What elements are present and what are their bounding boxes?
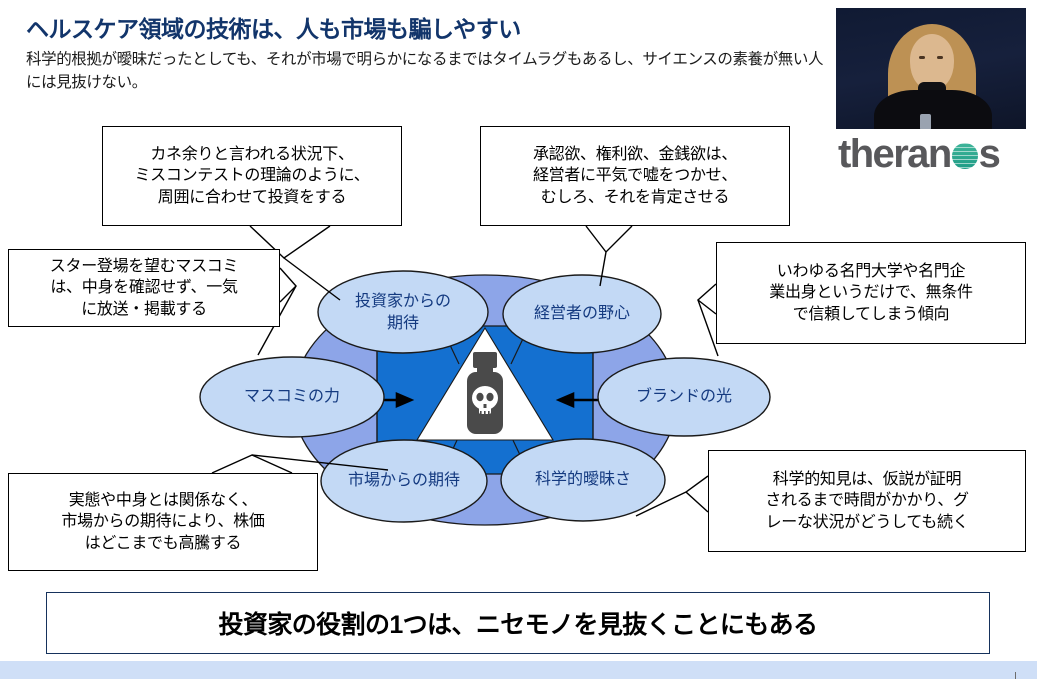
node-label-market-expectation: 市場からの期待 — [348, 471, 460, 489]
node-label-investor-line2: 期待 — [387, 314, 419, 332]
photo-eye-right — [937, 56, 943, 59]
central-diagram: 投資家からの 期待 経営者の野心 マスコミの力 ブランドの光 市場からの期待 — [195, 268, 775, 533]
node-investor-expectation[interactable]: 投資家からの 期待 — [317, 270, 489, 354]
node-brand-light[interactable]: ブランドの光 — [597, 357, 771, 437]
conclusion-banner: 投資家の役割の1つは、ニセモノを見抜くことにもある — [46, 592, 990, 654]
node-media-power[interactable]: マスコミの力 — [199, 356, 385, 438]
callout-brand-text: いわゆる名門大学や名門企 業出身というだけで、無条件 で信頼してしまう傾向 — [769, 263, 973, 323]
callout-media-text: スター登場を望むマスコミ は、中身を確認せず、一気 に放送・掲載する — [49, 258, 239, 318]
callout-investor-expectation[interactable]: カネ余りと言われる状況下、 ミスコンテストの理論のように、 周囲に合わせて投資を… — [102, 126, 402, 226]
logo-circle-icon — [951, 143, 978, 169]
conclusion-text: 投資家の役割の1つは、ニセモノを見抜くことにもある — [218, 611, 819, 639]
node-label-scientific-ambiguity: 科学的曖昧さ — [535, 470, 631, 488]
callout-science-text: 科学的知見は、仮説が証明 されるまで時間がかかり、グ レーな状況がどうしても続く — [765, 471, 969, 531]
node-label-media-power: マスコミの力 — [244, 387, 340, 405]
footer-tick-mark — [1015, 672, 1016, 679]
node-label-manager-ambition: 経営者の野心 — [534, 304, 630, 322]
callout-desire-text: 承認欲、権利欲、金銭欲は、 経営者に平気で嘘をつかせ、 むしろ、それを肯定させる — [532, 146, 738, 206]
page-subtitle: 科学的根拠が曖昧だったとしても、それが市場で明らかになるまではタイムラグもあるし… — [26, 51, 824, 92]
callout-investor-text: カネ余りと言われる状況下、 ミスコンテストの理論のように、 周囲に合わせて投資を… — [134, 146, 370, 206]
footer-bar — [0, 661, 1037, 679]
callout-media-power[interactable]: スター登場を望むマスコミ は、中身を確認せず、一気 に放送・掲載する — [8, 249, 280, 327]
callout-brand-light[interactable]: いわゆる名門大学や名門企 業出身というだけで、無条件 で信頼してしまう傾向 — [716, 242, 1026, 344]
poison-bottle-skull-icon — [467, 352, 503, 434]
diagram-svg: 投資家からの 期待 経営者の野心 マスコミの力 ブランドの光 市場からの期待 — [199, 270, 771, 526]
founder-portrait-photo — [836, 8, 1026, 129]
node-label-brand-light: ブランドの光 — [636, 386, 732, 405]
logo-text-before: theran — [838, 132, 952, 176]
callout-market-expectation[interactable]: 実態や中身とは関係なく、 市場からの期待により、株価 はどこまでも高騰する — [8, 473, 318, 571]
photo-face — [910, 34, 954, 90]
node-scientific-ambiguity[interactable]: 科学的曖昧さ — [500, 438, 666, 522]
photo-microphone — [920, 114, 931, 129]
callout-market-text: 実態や中身とは関係なく、 市場からの期待により、株価 はどこまでも高騰する — [61, 492, 265, 552]
node-manager-ambition[interactable]: 経営者の野心 — [502, 274, 662, 354]
photo-torso — [874, 90, 992, 129]
callout-manager-desire[interactable]: 承認欲、権利欲、金銭欲は、 経営者に平気で嘘をつかせ、 むしろ、それを肯定させる — [480, 126, 790, 226]
node-market-expectation[interactable]: 市場からの期待 — [320, 439, 488, 523]
node-label-investor-line1: 投資家からの — [355, 292, 451, 310]
page-title: ヘルスケア領域の技術は、人も市場も騙しやすい — [26, 16, 521, 42]
logo-text-after: s — [978, 132, 1001, 176]
photo-eye-left — [919, 56, 925, 59]
callout-scientific-ambiguity[interactable]: 科学的知見は、仮説が証明 されるまで時間がかかり、グ レーな状況がどうしても続く — [708, 450, 1026, 552]
